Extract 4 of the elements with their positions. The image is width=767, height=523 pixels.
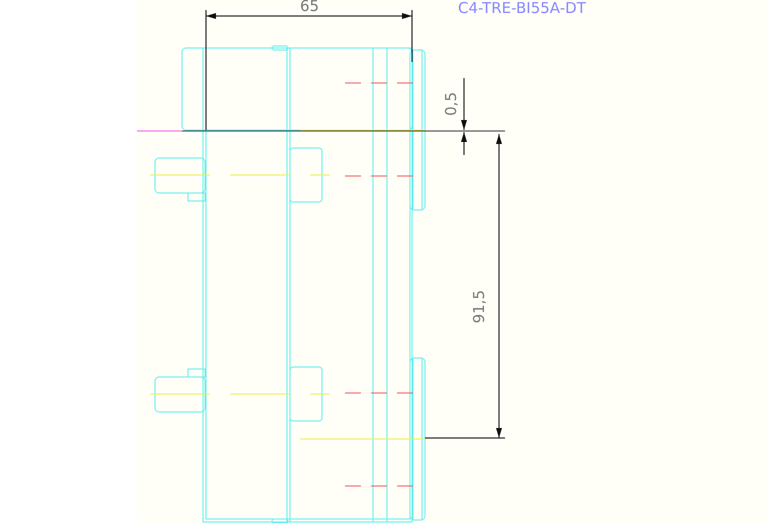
dimension-value: 0,5 <box>444 92 459 116</box>
drawing-number: C4-TRE-BI55A-DT <box>458 1 586 16</box>
dimension-value: 65 <box>300 0 320 14</box>
dimension-value: 91,5 <box>472 290 487 324</box>
